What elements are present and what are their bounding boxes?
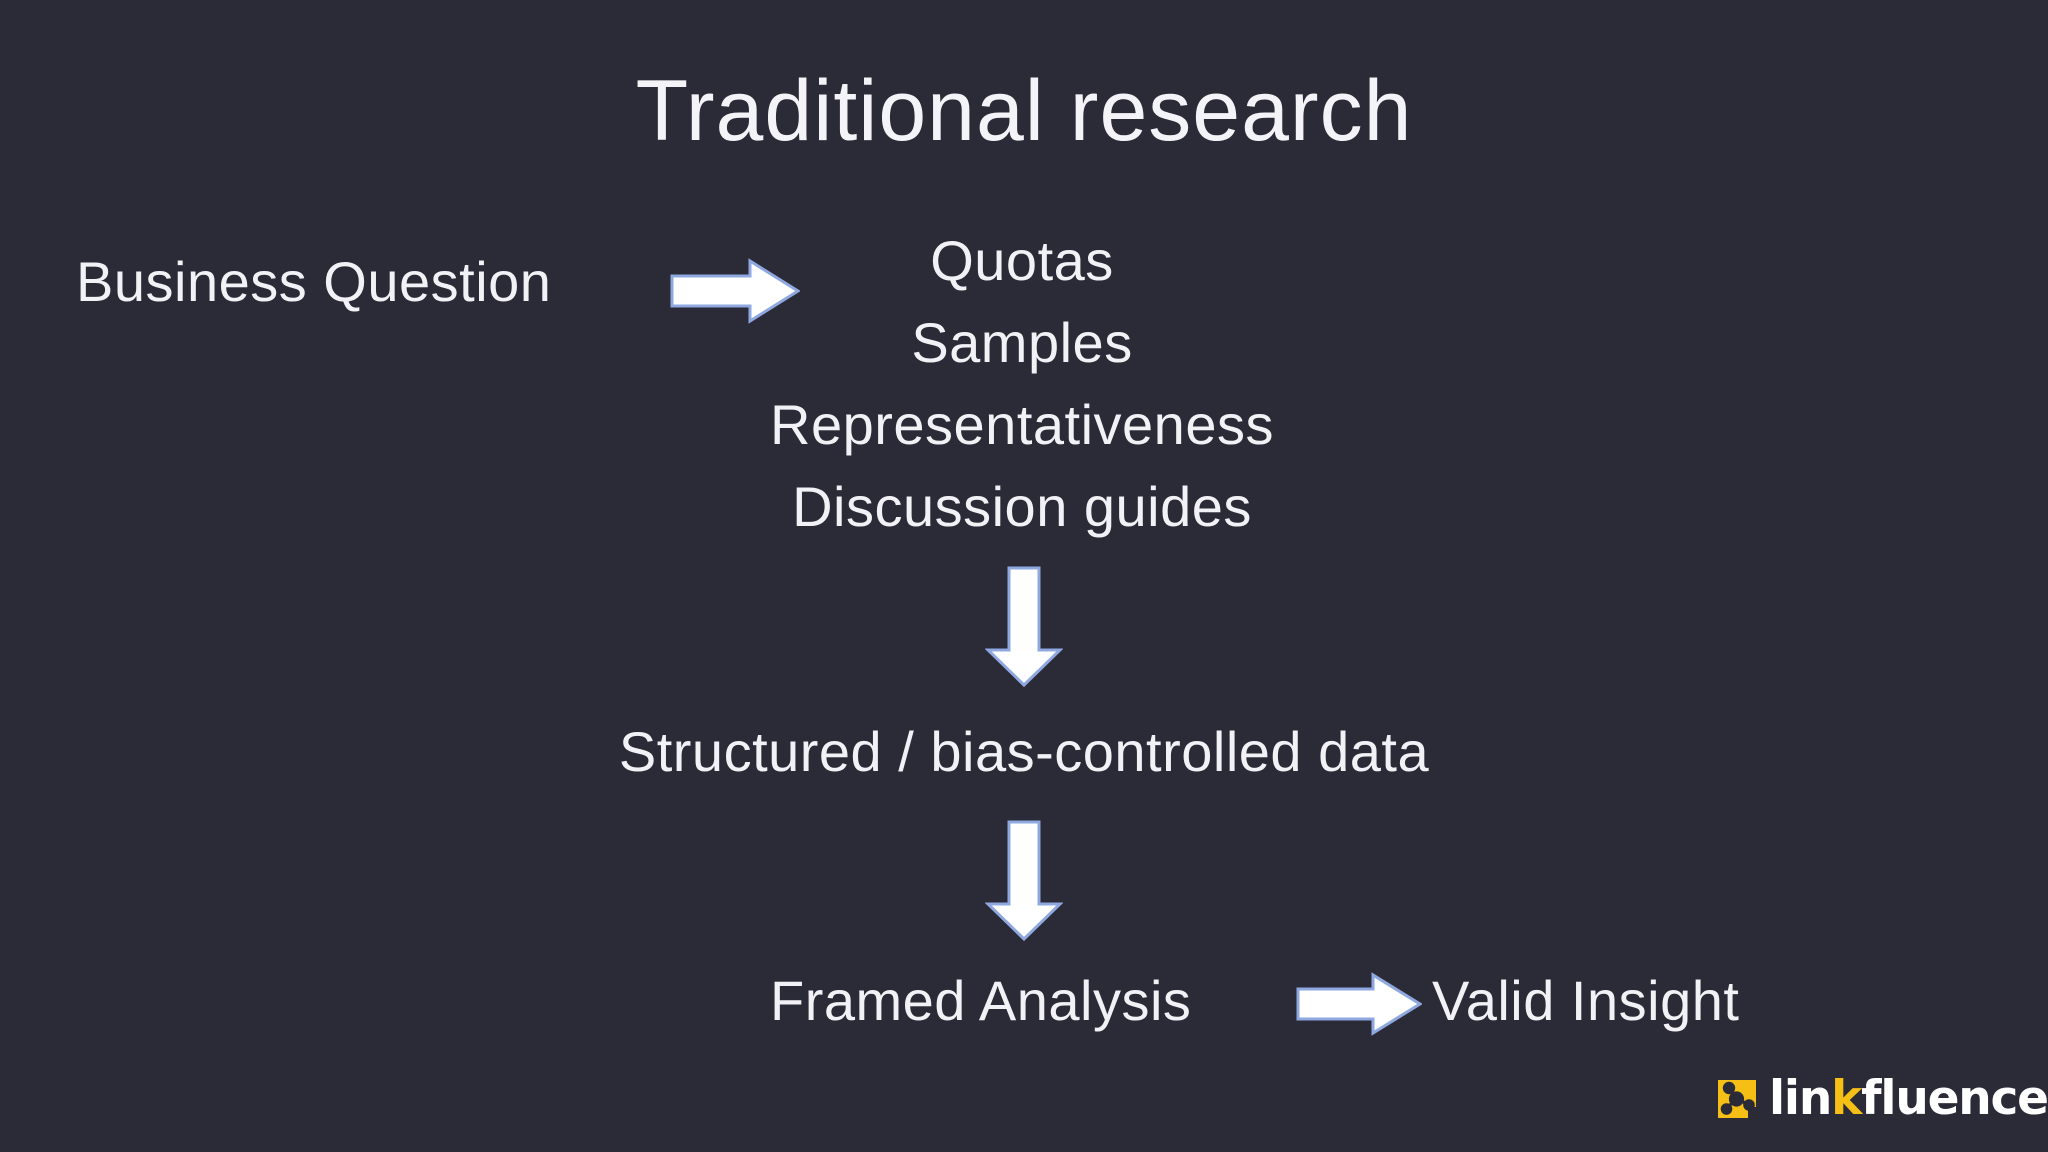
flow-analysis-label: Framed Analysis bbox=[770, 969, 1192, 1032]
criteria-item-quotas: Quotas bbox=[930, 229, 1114, 292]
page-title: Traditional research bbox=[635, 63, 1413, 159]
linkfluence-wordmark: linkfluence bbox=[1769, 1075, 2048, 1122]
logo-text-part-1: lin bbox=[1769, 1070, 1832, 1126]
criteria-item-discussion-guides: Discussion guides bbox=[792, 475, 1252, 538]
criteria-list: Quotas Samples Representativeness Discus… bbox=[412, 220, 1632, 548]
linkfluence-mark-icon bbox=[1715, 1077, 1759, 1121]
flow-data-label: Structured / bias-controlled data bbox=[618, 720, 1430, 783]
right-arrow-icon-business-question bbox=[670, 258, 800, 324]
logo-text-accent: k bbox=[1831, 1070, 1862, 1126]
down-arrow-icon-criteria-to-data bbox=[985, 566, 1063, 688]
down-arrow-icon-data-to-analysis bbox=[985, 820, 1063, 942]
flow-start-label: Business Question bbox=[76, 250, 552, 313]
criteria-item-representativeness: Representativeness bbox=[770, 393, 1274, 456]
linkfluence-logo: linkfluence bbox=[1715, 1068, 2048, 1130]
flow-insight-label: Valid Insight bbox=[1432, 969, 1740, 1032]
criteria-item-samples: Samples bbox=[911, 311, 1133, 374]
logo-text-part-2: fluence bbox=[1861, 1070, 2048, 1126]
right-arrow-icon-analysis-to-insight bbox=[1296, 972, 1422, 1036]
